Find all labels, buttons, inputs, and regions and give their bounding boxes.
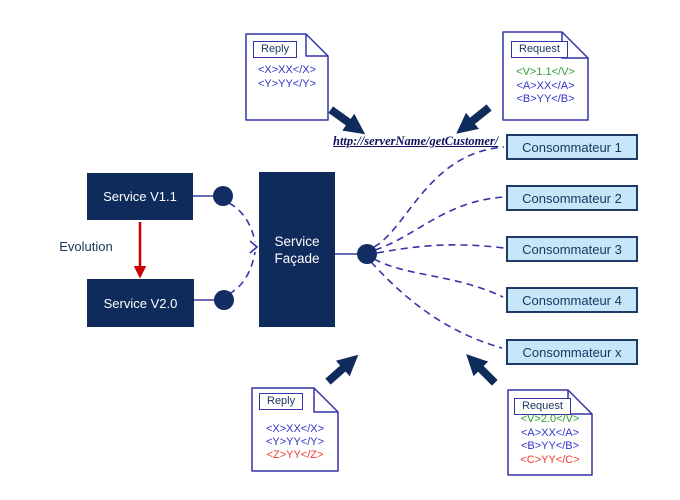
xml-line: <A>XX</A> (520, 426, 580, 439)
consumer-1-label: Consommateur 1 (522, 139, 622, 155)
dashed-curve-hub-to-consumer1 (373, 146, 505, 248)
consumer-3-box: Consommateur 3 (506, 236, 638, 262)
facade-label-line1: Service (274, 233, 320, 249)
consumer-4-box: Consommateur 4 (506, 287, 638, 313)
dashed-curve-hub-to-consumer2 (374, 196, 505, 251)
xml-line: <Y>YY</Y> (265, 436, 325, 448)
service-v11-box: Service V1.1 (87, 173, 193, 220)
arrow-request-top-to-url-icon (456, 104, 492, 134)
arrow-reply-top-to-url-icon (328, 106, 366, 135)
consumer-2-label: Consommateur 2 (522, 190, 622, 206)
note-top-reply-title: Reply (253, 41, 298, 58)
note-top-reply-lines: <X>XX</X> <Y>YY</Y> (246, 64, 328, 91)
facade-label-line2: Façade (274, 250, 320, 266)
junction-circle-v11 (213, 186, 233, 206)
note-top-request-lines: <V>1.1</V> <A>XX</A> <B>YY</B> (503, 66, 588, 107)
dashed-curve-hub-to-consumerx (370, 261, 503, 349)
note-bottom-request-lines: <V>2.0</V> <A>XX</A> <B>YY</B> <C>YY</C> (508, 413, 592, 467)
arrow-request-bottom-to-hub-icon (466, 354, 498, 386)
endpoint-url-label: http://serverName/getCustomer/ (333, 134, 499, 148)
xml-line: <C>YY</C> (520, 453, 580, 466)
note-bottom-reply-lines: <X>XX</X> <Y>YY</Y> <Z>YY</Z> (252, 423, 338, 462)
service-v11-label: Service V1.1 (103, 189, 177, 204)
note-top-request-fold-icon (561, 32, 588, 59)
hub-circle (357, 244, 377, 264)
note-top-request-title: Request (511, 41, 568, 58)
consumer-2-box: Consommateur 2 (506, 185, 638, 211)
consumer-x-label: Consommateur x (522, 344, 622, 360)
xml-line: <A>XX</A> (516, 79, 575, 92)
dashed-curve-v11-to-facade (228, 202, 256, 243)
junction-circle-v20 (214, 290, 234, 310)
xml-line: <X>XX</X> (265, 423, 325, 435)
xml-line: <V>1.1</V> (516, 66, 575, 78)
dashed-curve-v20-to-facade (228, 251, 256, 295)
xml-line: <Y>YY</Y> (257, 77, 317, 90)
note-bottom-reply-title: Reply (259, 393, 304, 410)
evolution-label: Evolution (59, 239, 113, 254)
service-v20-label: Service V2.0 (103, 295, 178, 311)
note-bottom-request-title: Request (514, 398, 571, 415)
dashed-curve-hub-to-consumer4 (373, 258, 504, 298)
consumer-1-box: Consommateur 1 (506, 134, 638, 160)
xml-line: <Z>YY</Z> (266, 449, 324, 461)
facade-arrowhead-icon (249, 240, 259, 254)
xml-line: <V>2.0</V> (520, 413, 580, 425)
xml-line: <B>YY</B> (516, 93, 575, 105)
consumer-4-label: Consommateur 4 (522, 292, 622, 308)
xml-line: <X>XX</X> (257, 64, 317, 76)
dashed-curve-hub-to-consumer3 (376, 244, 505, 254)
note-top-reply-fold-icon (305, 34, 328, 57)
consumer-x-box: Consommateur x (506, 339, 638, 365)
service-facade-box: Service Façade (259, 172, 335, 327)
arrow-reply-bottom-to-facade-icon (325, 354, 359, 385)
note-bottom-reply-fold-icon (313, 388, 338, 413)
consumer-3-label: Consommateur 3 (522, 241, 622, 257)
xml-line: <B>YY</B> (520, 440, 580, 452)
service-v20-box: Service V2.0 (87, 279, 194, 327)
